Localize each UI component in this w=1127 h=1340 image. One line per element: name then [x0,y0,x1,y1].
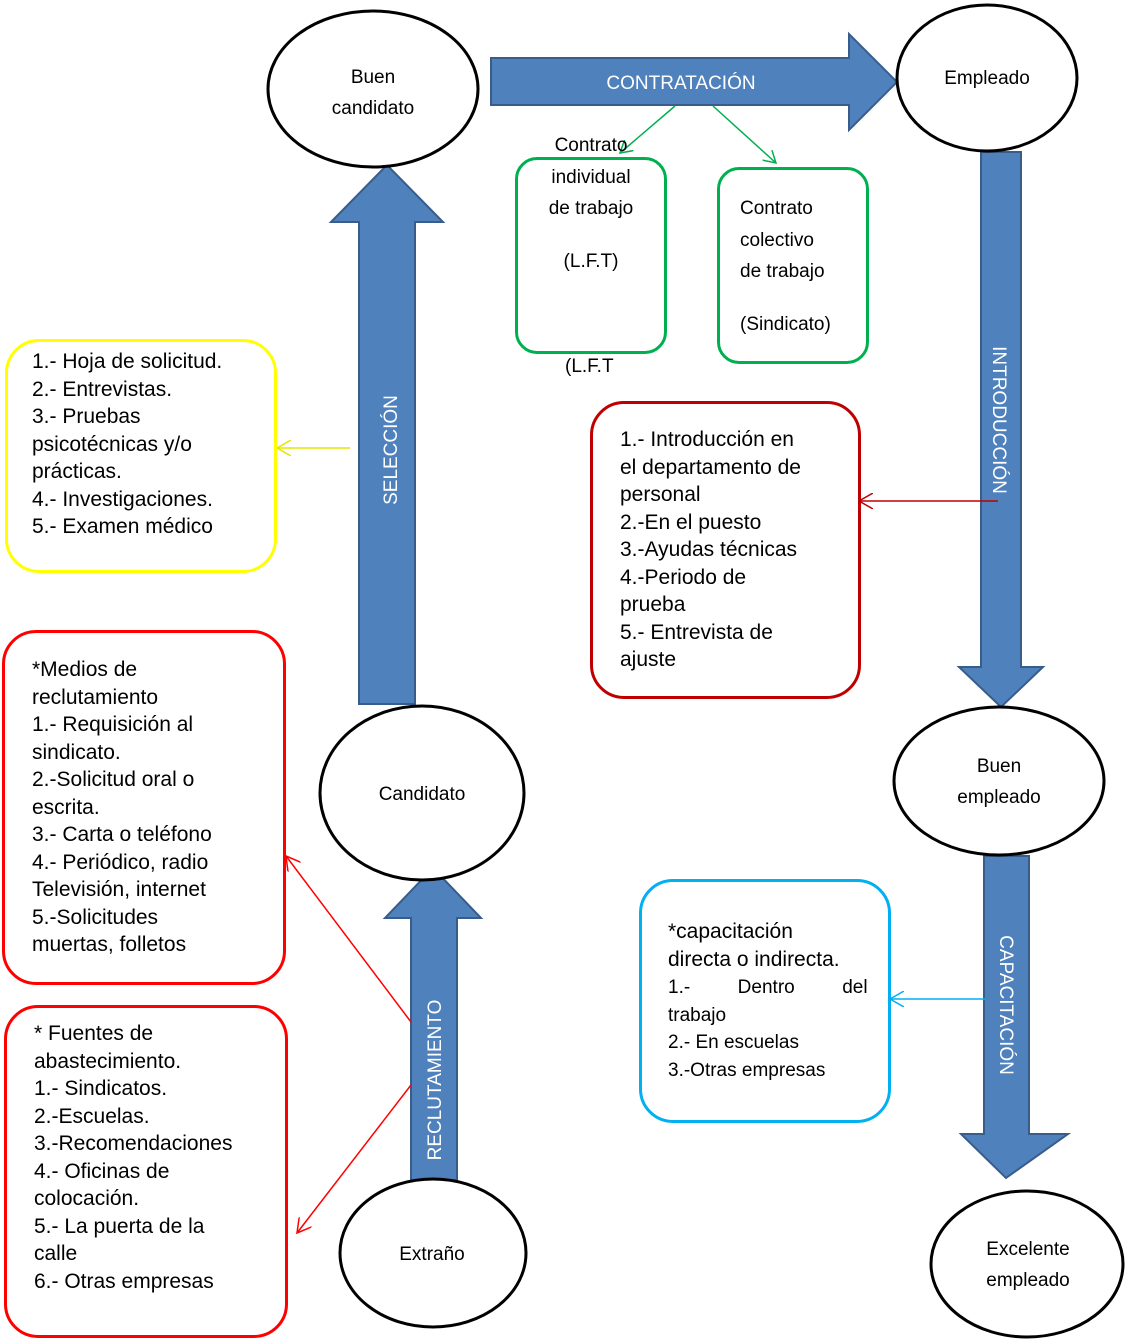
contrato-individual-line [515,225,667,246]
medios-item: 3.- Carta o teléfono [32,823,212,846]
node-excelente-empleado [929,1189,1125,1339]
fuentes-box [4,1005,288,1338]
contrato-individual-note: (L.F.T [565,356,614,377]
reclutamiento-arrow [382,866,484,1181]
medios-item: escrita. [32,795,100,819]
seleccion-box [5,339,277,573]
seleccion-item: psicotécnicas y/o [32,432,192,456]
fuentes-item: colocación. [34,1187,140,1210]
medios-item: reclutamiento [32,685,159,709]
node-extrano [338,1177,528,1329]
fuentes-item: calle [34,1242,78,1265]
introduccion-arrow [956,151,1046,709]
contratacion-label: CONTRATACIÓN [606,72,755,94]
fuentes-item: 1.- Sindicatos. [34,1077,168,1100]
introduccion-item: ajuste [620,648,677,671]
node-buen-candidato-line1: Buen [351,67,395,88]
seleccion-arrow [328,163,446,705]
contrato-individual-line: Contrato [554,135,628,156]
contratacion-arrow [490,31,899,133]
contrato-colectivo-line: Contrato [740,198,813,219]
node-candidato-label: Candidato [379,784,466,805]
medios-item: *Medios de [32,658,138,681]
seleccion-item: 4.- Investigaciones. [32,487,213,511]
node-buen-candidato [266,9,480,169]
capacitacion-box-text: *capacitación directa o indirecta. 1.- D… [668,918,868,1084]
medios-item: Televisión, internet [32,878,206,901]
medios-item: sindicato. [32,740,121,764]
node-buen-candidato-line2: candidato [332,98,414,119]
introduccion-item: 4.-Periodo de [620,565,747,589]
capacitacion-item: 2.- En escuelas [668,1032,799,1053]
node-extrano-label: Extraño [399,1244,464,1265]
fuentes-box-text: * Fuentes de abastecimiento. 1.- Sindica… [34,1020,232,1295]
node-empleado-label: Empleado [944,68,1030,89]
medios-box [2,630,286,985]
seleccion-item: 3.- Pruebas [32,405,141,428]
medios-item: 1.- Requisición al [32,713,194,736]
contrato-colectivo-line [740,288,831,309]
node-excelente-empleado-line2: empleado [986,1270,1069,1291]
node-buen-empleado-line1: Buen [977,756,1021,777]
medios-item: 2.-Solicitud oral o [32,768,195,791]
medios-item: 5.-Solicitudes [32,905,159,929]
capacitacion-item: trabajo [668,1004,727,1026]
fuentes-item: 6.- Otras empresas [34,1269,214,1293]
reclutamiento-label: RECLUTAMIENTO [425,1000,446,1161]
capacitacion-item: directa o indirecta. [668,948,840,971]
contrato-colectivo-line: colectivo [740,229,814,251]
seleccion-label: SELECCIÓN [380,395,402,505]
contrato-colectivo-line: de trabajo [740,261,825,282]
contrato-individual-text: Contrato individual de trabajo (L.F.T) [515,130,667,277]
contrato-individual-line: (L.F.T) [563,250,619,272]
introduccion-item: 2.-En el puesto [620,510,762,534]
introduccion-item: prueba [620,593,686,616]
contrato-colectivo-line: (Sindicato) [740,313,831,335]
seleccion-box-text: 1.- Hoja de solicitud. 2.- Entrevistas. … [32,348,222,541]
fuentes-item: 3.-Recomendaciones [34,1132,233,1155]
node-buen-empleado-line2: empleado [957,787,1040,808]
contrato-individual-line: de trabajo [548,198,634,219]
node-empleado [895,3,1079,153]
medios-item: muertas, folletos [32,933,187,956]
introduccion-box [590,401,861,699]
connector-to-contrato-individual [620,105,676,153]
introduccion-item: 5.- Entrevista de [620,620,773,644]
connector-to-fuentes-box [297,1084,412,1233]
introduccion-item: 3.-Ayudas técnicas [620,538,798,561]
node-candidato [318,704,526,882]
introduccion-box-text: 1.- Introducción en el departamento de p… [620,426,801,674]
seleccion-item: prácticas. [32,460,122,483]
fuentes-item: 4.- Oficinas de [34,1159,170,1183]
seleccion-item: 1.- Hoja de solicitud. [32,350,223,373]
introduccion-item: el departamento de [620,455,801,479]
seleccion-item: 2.- Entrevistas. [32,377,173,401]
capacitacion-label: CAPACITACIÓN [995,935,1017,1075]
node-buen-empleado [892,705,1106,857]
introduccion-item: 1.- Introducción en [620,428,794,451]
introduccion-label: INTRODUCCIÓN [988,346,1010,494]
connector-to-contrato-colectivo [712,105,776,163]
capacitacion-item: 1.- Dentro del [668,977,868,998]
introduccion-item: personal [620,483,701,506]
medios-item: 4.- Periódico, radio [32,850,209,874]
medios-box-text: *Medios de reclutamiento 1.- Requisición… [32,656,212,959]
seleccion-item: 5.- Examen médico [32,515,213,538]
contrato-colectivo-box [717,167,869,364]
capacitacion-box [639,879,891,1123]
contrato-colectivo-text: Contrato colectivo de trabajo (Sindicato… [740,193,831,340]
fuentes-item: * Fuentes de [34,1022,154,1045]
fuentes-item: abastecimiento. [34,1049,182,1073]
contrato-individual-line: individual [551,166,631,188]
fuentes-item: 2.-Escuelas. [34,1104,150,1128]
connector-to-medios-box [286,856,412,1023]
node-excelente-empleado-line1: Excelente [986,1239,1069,1260]
capacitacion-item: 3.-Otras empresas [668,1059,826,1081]
contrato-individual-box [515,157,667,354]
fuentes-item: 5.- La puerta de la [34,1214,205,1238]
capacitacion-arrow [958,855,1072,1180]
capacitacion-item: *capacitación [668,920,793,943]
